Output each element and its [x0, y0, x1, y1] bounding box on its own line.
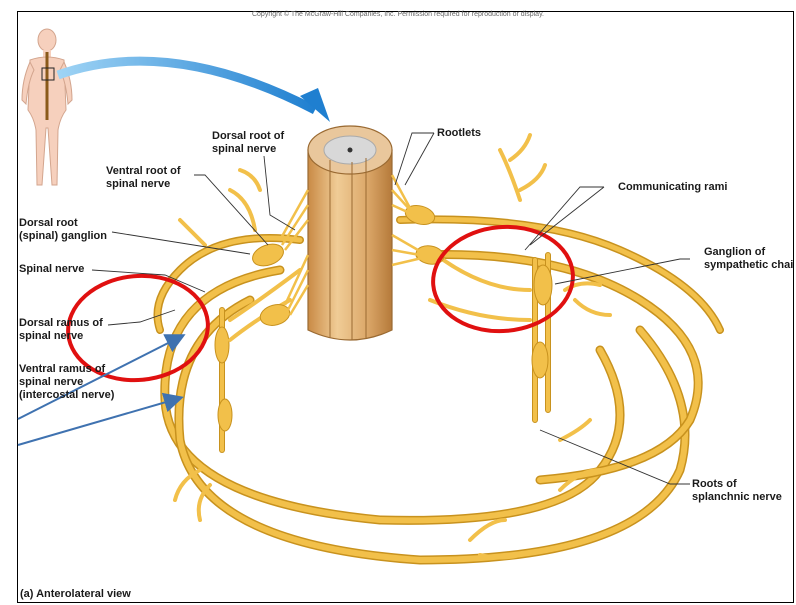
spinal-cord	[250, 126, 446, 340]
label-dorsal-root-ganglion: Dorsal root (spinal) ganglion	[19, 217, 107, 243]
label-spinal-nerve: Spinal nerve	[19, 263, 84, 276]
label-rootlets: Rootlets	[437, 127, 481, 140]
label-ventral-root-of-spinal-nerve: Ventral root of spinal nerve	[106, 165, 181, 191]
zoom-arrow	[58, 61, 330, 122]
pointer-arrow-ventral-ramus	[18, 398, 180, 445]
label-ventral-ramus: Ventral ramus of spinal nerve (intercost…	[19, 363, 114, 402]
label-dorsal-ramus: Dorsal ramus of spinal nerve	[19, 317, 103, 343]
human-body-figure	[22, 29, 72, 185]
figure-caption: (a) Anterolateral view	[20, 588, 131, 600]
label-roots-of-splanchnic-nerve: Roots of splanchnic nerve	[692, 478, 782, 504]
label-communicating-rami: Communicating rami	[618, 181, 727, 194]
label-ganglion-of-sympathetic-chain: Ganglion of sympathetic chai	[704, 246, 793, 272]
label-dorsal-root-of-spinal-nerve: Dorsal root of spinal nerve	[212, 130, 284, 156]
nerve-loops	[158, 135, 721, 560]
